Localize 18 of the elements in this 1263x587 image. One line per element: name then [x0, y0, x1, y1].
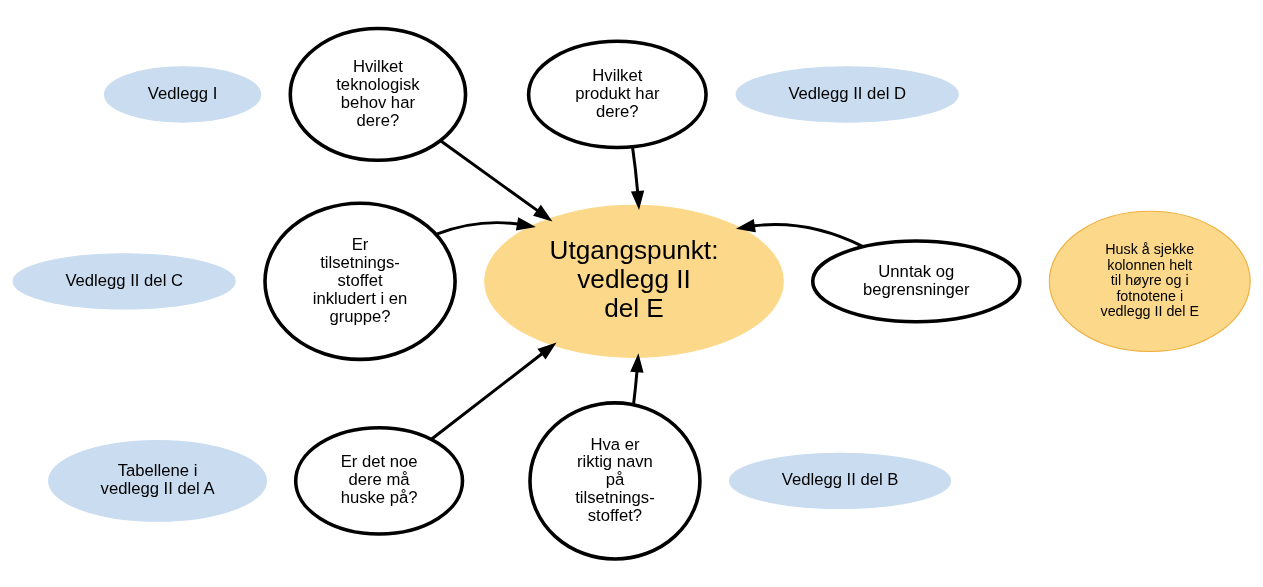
arrow — [630, 146, 645, 210]
node-ellipse: Husk å sjekke kolonnen helt til høyre og i fotnotene i vedlegg II del E — [1048, 210, 1251, 352]
node-ellipse: Vedlegg II del B — [729, 452, 952, 509]
node-ellipse: Er tilsetnings- stoffet inkludert i en gruppe? — [263, 201, 457, 361]
node-ellipse: Hvilket teknologisk behov har dere? — [288, 26, 468, 162]
node-ellipse: Tabellene i vedlegg II del A — [48, 439, 268, 522]
arrow — [630, 352, 644, 404]
node-circle: Hva er riktig navn på tilsetnings- stoffet? — [528, 400, 702, 561]
node-ellipse: Vedlegg I — [103, 65, 262, 123]
arrow — [735, 218, 864, 248]
node-ellipse: Vedlegg II del D — [735, 65, 959, 123]
node-ellipse: Er det noe dere må huske på? — [293, 425, 465, 536]
node-ellipse: Unntak og begrensninger — [810, 238, 1022, 323]
node-ellipse: Vedlegg II del C — [12, 252, 236, 310]
node-ellipse: Hvilket produkt har dere? — [526, 39, 708, 149]
arrow — [439, 139, 553, 221]
arrow — [430, 341, 557, 440]
arrow — [436, 216, 536, 235]
